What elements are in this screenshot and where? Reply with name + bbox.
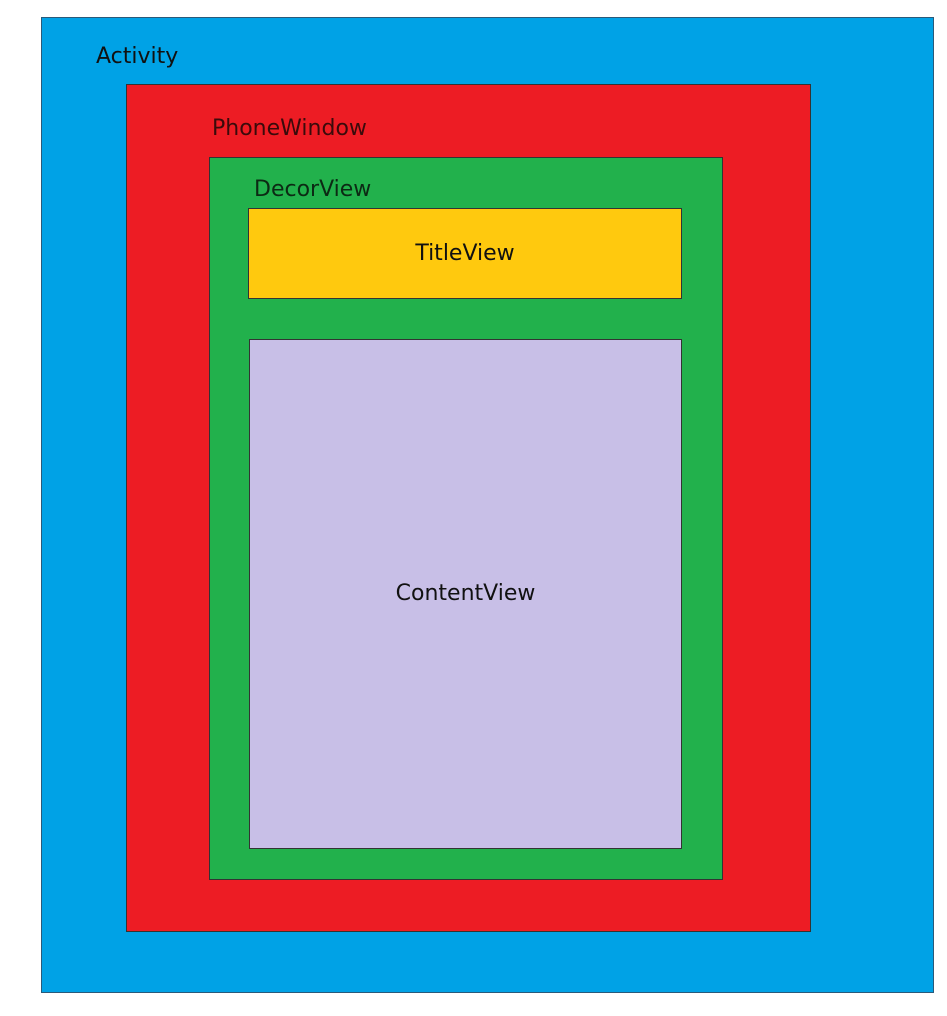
title-view-box: TitleView: [248, 208, 682, 299]
content-view-box: ContentView: [249, 339, 682, 849]
activity-label: Activity: [96, 44, 179, 69]
title-view-label: TitleView: [415, 240, 515, 266]
content-view-label: ContentView: [395, 581, 536, 606]
phone-window-label: PhoneWindow: [212, 116, 367, 141]
decor-view-label: DecorView: [254, 177, 372, 202]
